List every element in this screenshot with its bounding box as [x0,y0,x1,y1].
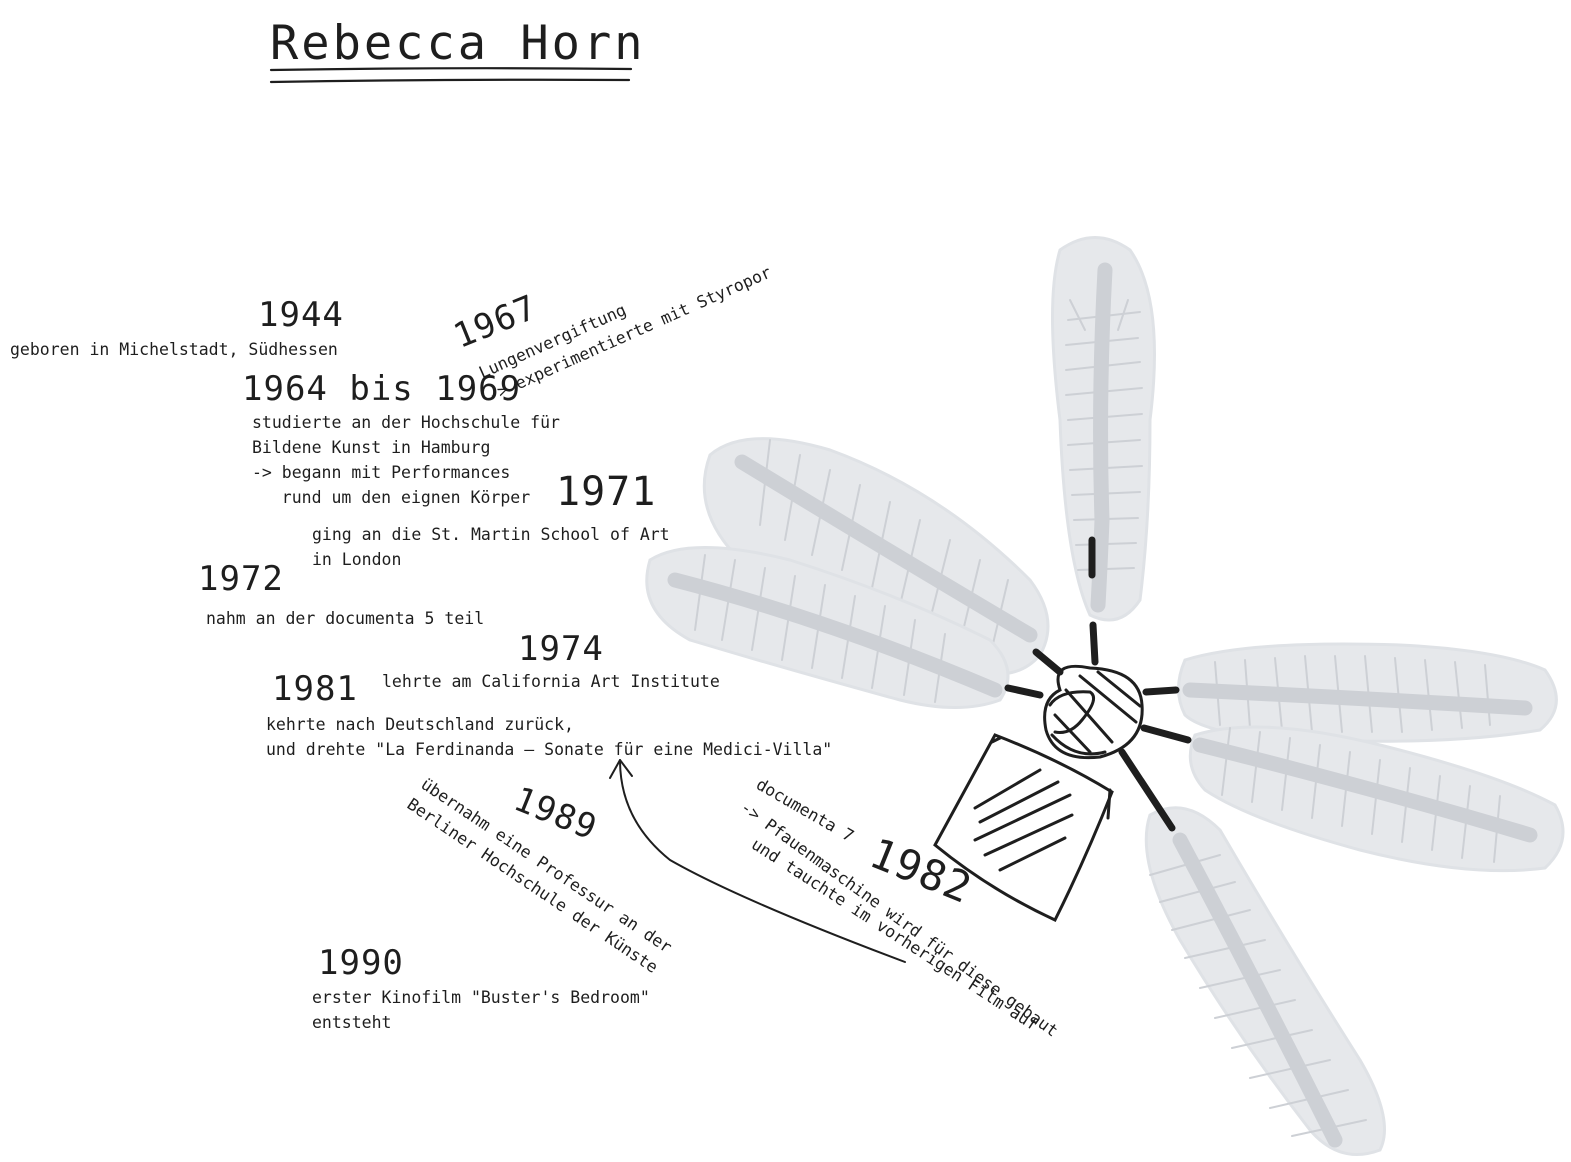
feather-lower-left [645,546,1010,709]
note-1981-line-1: kehrte nach Deutschland zurück, [266,715,574,734]
note-1971-line-2: in London [312,550,402,569]
year-1971: 1971 [556,469,657,515]
note-1972: nahm an der documenta 5 teil [206,609,485,628]
note-1964-line-2: Bildene Kunst in Hamburg [252,438,491,457]
feather-top [1051,236,1156,622]
note-1964-line-1: studierte an der Hochschule für [252,413,560,432]
machine-hub [1043,664,1144,760]
note-1971-line-1: ging an die St. Martin School of Art [312,525,670,544]
note-1981-line-2: und drehte "La Ferdinanda – Sonate für e… [266,740,833,759]
year-1974: 1974 [518,629,604,669]
year-1964-1969: 1964 bis 1969 [242,369,522,409]
note-1990-line-2: entsteht [312,1013,392,1032]
feather-right-upper [1177,642,1558,743]
machine-body [933,536,1192,922]
note-1990-line-1: erster Kinofilm "Buster's Bedroom" [312,988,650,1007]
note-1964-line-4: rund um den eignen Körper [252,488,531,507]
connector-arrow [609,759,906,963]
feather-right-lower [1188,725,1565,873]
title-underline [269,67,633,84]
feather-group [645,236,1565,1156]
machine-struts [1004,536,1192,832]
note-1944: geboren in Michelstadt, Südhessen [10,340,338,359]
year-1981: 1981 [272,669,358,709]
year-1972: 1972 [198,559,284,599]
note-1964-line-3: -> begann mit Performances [252,463,511,482]
page-title: Rebecca Horn [270,16,646,71]
year-1944: 1944 [258,295,344,335]
feather-bottom [1144,806,1386,1156]
machine-box [933,733,1114,922]
year-1990: 1990 [318,943,404,983]
note-1974: lehrte am California Art Institute [382,672,720,691]
